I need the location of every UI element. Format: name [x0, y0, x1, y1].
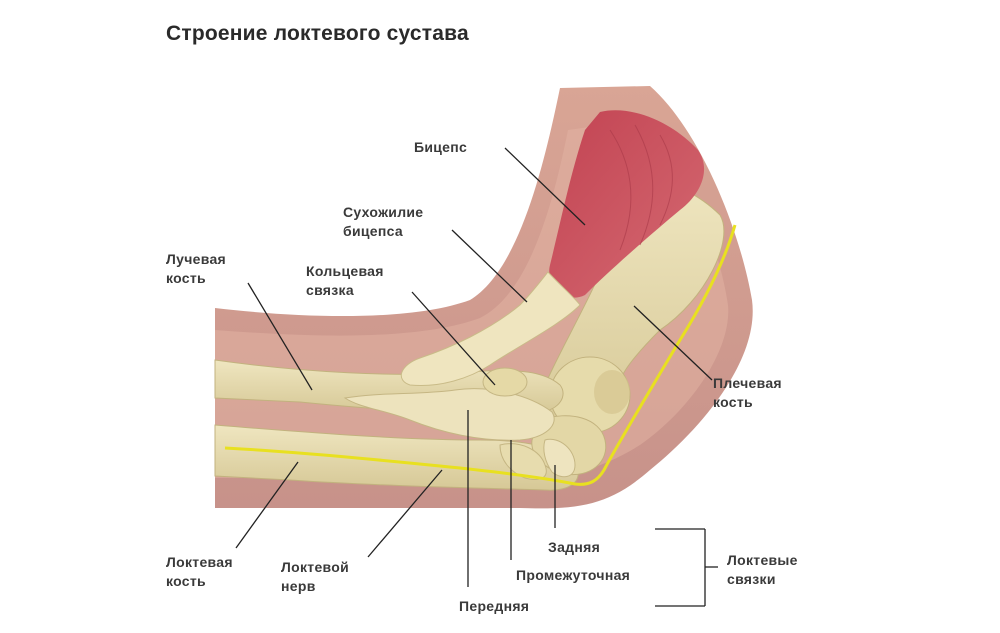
label-intermediate-ligament: Промежуточная	[516, 566, 630, 585]
label-ulna: Локтевая кость	[166, 553, 233, 591]
label-annular-ligament: Кольцевая связка	[306, 262, 384, 300]
label-humerus: Плечевая кость	[713, 374, 782, 412]
annular-ligament	[483, 368, 527, 396]
label-posterior-ligament: Задняя	[548, 538, 600, 557]
label-radius: Лучевая кость	[166, 250, 226, 288]
label-ulnar-nerve: Локтевой нерв	[281, 558, 349, 596]
label-ulnar-ligaments: Локтевые связки	[727, 551, 798, 589]
label-biceps-tendon: Сухожилие бицепса	[343, 203, 423, 241]
ligaments-bracket	[655, 529, 718, 606]
label-anterior-ligament: Передняя	[459, 597, 529, 616]
label-biceps: Бицепс	[414, 138, 467, 157]
diagram-title: Строение локтевого сустава	[166, 22, 469, 46]
